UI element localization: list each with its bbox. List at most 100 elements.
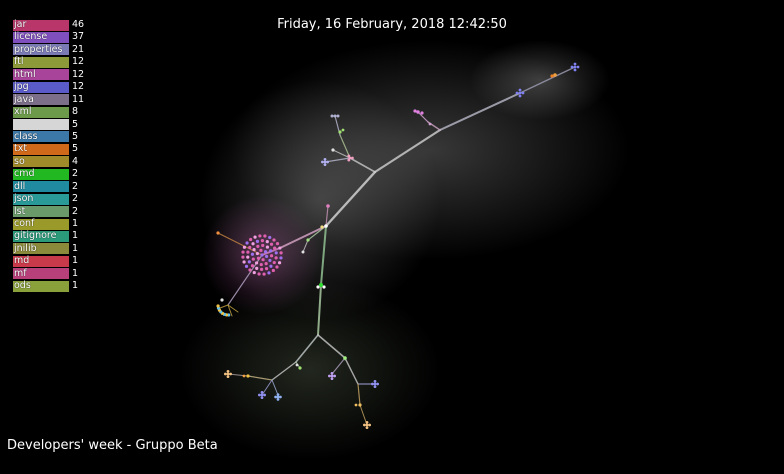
file-node xyxy=(347,158,351,162)
legend-count: 1 xyxy=(72,267,79,279)
legend-label: dll xyxy=(14,180,26,192)
tree-edge xyxy=(279,225,327,249)
file-node xyxy=(275,265,279,269)
file-node xyxy=(246,374,250,378)
legend-label: java xyxy=(14,93,34,105)
file-node xyxy=(259,262,263,267)
legend-item-mf: mf 1 xyxy=(13,268,93,280)
tree-edge xyxy=(227,304,233,317)
file-node xyxy=(521,91,525,95)
file-node xyxy=(518,91,522,95)
tree-edge xyxy=(357,383,361,406)
file-node xyxy=(242,374,246,378)
file-node xyxy=(326,160,329,164)
file-node xyxy=(251,257,255,261)
tree-edge xyxy=(339,134,351,159)
tree-edge xyxy=(325,205,329,227)
tree-edge xyxy=(324,157,351,163)
file-node xyxy=(298,366,302,370)
legend-count: 5 xyxy=(72,130,79,142)
file-node xyxy=(269,242,274,246)
legend-label: gitignore xyxy=(14,230,57,242)
file-node xyxy=(268,235,272,240)
file-node xyxy=(301,250,305,254)
file-node xyxy=(338,130,342,134)
legend-color-swatch xyxy=(13,106,69,118)
file-node xyxy=(320,225,324,229)
legend-count: 12 xyxy=(72,68,85,80)
file-node xyxy=(248,245,252,250)
file-node xyxy=(254,261,259,265)
file-node xyxy=(518,94,522,98)
file-node xyxy=(216,304,220,308)
file-node xyxy=(252,247,256,252)
file-node xyxy=(251,242,255,246)
tree-edge xyxy=(219,304,229,309)
legend-label: jnilib xyxy=(14,242,37,254)
legend-label: mf xyxy=(14,267,27,279)
tree-edge xyxy=(247,375,273,381)
legend-count: 2 xyxy=(72,180,79,192)
legend-color-swatch xyxy=(13,168,69,180)
file-node xyxy=(255,266,259,270)
file-node xyxy=(241,250,245,254)
tree-edge xyxy=(373,128,442,174)
legend-color-swatch xyxy=(13,206,69,218)
file-node xyxy=(331,148,335,152)
file-node xyxy=(260,391,264,394)
file-node xyxy=(269,249,273,253)
file-node xyxy=(363,423,366,427)
file-node xyxy=(246,250,250,254)
file-node xyxy=(343,356,347,360)
legend-count: 1 xyxy=(72,280,79,292)
tree-edge xyxy=(317,284,322,336)
tree-edge xyxy=(271,379,279,396)
file-node xyxy=(252,270,256,275)
legend-count: 5 xyxy=(72,143,79,155)
file-node xyxy=(371,382,374,386)
legend-label: license xyxy=(14,31,48,43)
tree-edge xyxy=(295,334,319,363)
file-node xyxy=(263,234,267,238)
tree-edge xyxy=(324,170,377,228)
tree-nodes xyxy=(216,62,580,429)
file-node xyxy=(330,377,334,380)
file-node xyxy=(550,74,554,78)
file-node xyxy=(248,268,252,272)
file-node xyxy=(276,393,280,396)
file-node xyxy=(229,372,233,376)
file-node xyxy=(216,231,220,235)
tree-edge xyxy=(439,92,521,131)
file-node xyxy=(260,267,264,271)
file-node xyxy=(336,114,340,118)
legend-label: html xyxy=(14,68,36,80)
file-node xyxy=(276,395,280,399)
file-node xyxy=(257,272,261,276)
file-node xyxy=(330,374,334,378)
file-node xyxy=(573,68,577,72)
file-node xyxy=(330,372,334,375)
file-node xyxy=(323,160,327,164)
file-node xyxy=(261,243,265,248)
file-node xyxy=(570,65,574,69)
file-node xyxy=(324,224,328,228)
file-node xyxy=(274,395,277,399)
file-node xyxy=(269,254,274,258)
file-node xyxy=(256,256,261,260)
glow-layer xyxy=(180,40,630,460)
file-node xyxy=(263,250,268,254)
caption-label: Developers' week - Gruppo Beta xyxy=(7,438,218,453)
legend-count: 2 xyxy=(72,205,79,217)
file-node xyxy=(328,374,331,378)
legend-label: conf xyxy=(14,218,35,229)
file-node xyxy=(416,110,420,114)
file-node xyxy=(279,251,283,255)
legend-label: md xyxy=(14,255,30,267)
legend-count: 11 xyxy=(72,93,85,105)
file-node xyxy=(333,114,337,118)
